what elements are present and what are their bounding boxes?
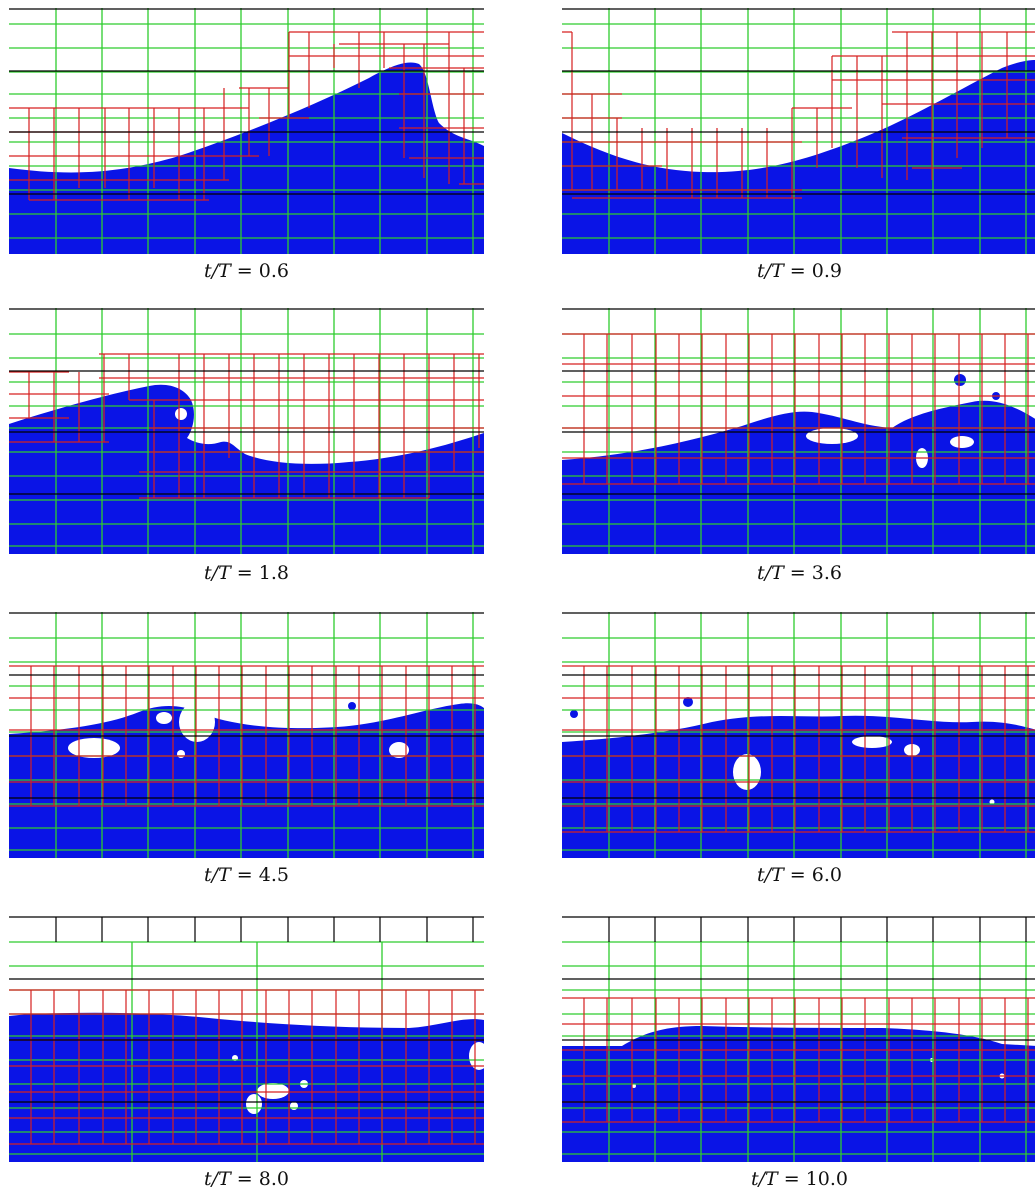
caption: t/T = 6.0	[757, 864, 842, 886]
grid-level0	[562, 916, 1035, 1103]
grid-level1	[9, 8, 484, 254]
grid-level2	[562, 333, 1035, 485]
amr-snapshot-t36	[562, 308, 1035, 554]
grid-level0	[9, 916, 484, 1103]
panel-t36: t/T = 3.6	[562, 308, 1035, 584]
amr-snapshot-t100	[562, 916, 1035, 1162]
panel-t45: t/T = 4.5	[9, 612, 484, 886]
caption: t/T = 8.0	[204, 1168, 289, 1190]
panel-t06: t/T = 0.6	[9, 8, 484, 282]
panel-t09: t/T = 0.9	[562, 8, 1035, 282]
amr-snapshot-t09	[562, 8, 1035, 254]
amr-snapshot-t45	[9, 612, 484, 858]
panel-t80: t/T = 8.0	[9, 916, 484, 1190]
liquid-region	[9, 384, 484, 554]
grid-level1	[562, 612, 1035, 858]
grid-level0	[9, 612, 484, 799]
caption: t/T = 0.6	[204, 260, 289, 282]
liquid-region	[9, 1012, 484, 1162]
grid-level0	[562, 612, 1035, 799]
caption: t/T = 10.0	[750, 1168, 849, 1190]
amr-snapshot-t18	[9, 308, 484, 554]
grid-level1	[562, 941, 1035, 1162]
grid-level2	[562, 665, 1035, 833]
panel-t100: t/T = 10.0	[562, 916, 1035, 1190]
panel-t60: t/T = 6.0	[562, 612, 1035, 886]
liquid-region	[562, 400, 1035, 554]
panel-t18: t/T = 1.8	[9, 308, 484, 584]
grid-level0	[9, 8, 484, 195]
grid-level0	[562, 8, 1035, 195]
grid-level0	[562, 308, 1035, 495]
caption: t/T = 3.6	[757, 562, 842, 584]
liquid-region	[9, 62, 484, 254]
amr-snapshot-t80	[9, 916, 484, 1162]
amr-snapshot-t60	[562, 612, 1035, 858]
grid-level2	[9, 353, 484, 499]
liquid-region	[562, 715, 1035, 858]
caption: t/T = 1.8	[204, 562, 289, 584]
amr-snapshot-t06	[9, 8, 484, 254]
grid-level2	[562, 31, 1035, 199]
caption: t/T = 4.5	[204, 864, 289, 886]
grid-level0	[9, 308, 484, 495]
grid-level2	[9, 31, 484, 201]
liquid-region	[562, 60, 1035, 254]
liquid-region	[562, 1026, 1035, 1162]
grid-level2	[562, 997, 1035, 1123]
caption: t/T = 0.9	[757, 260, 842, 282]
